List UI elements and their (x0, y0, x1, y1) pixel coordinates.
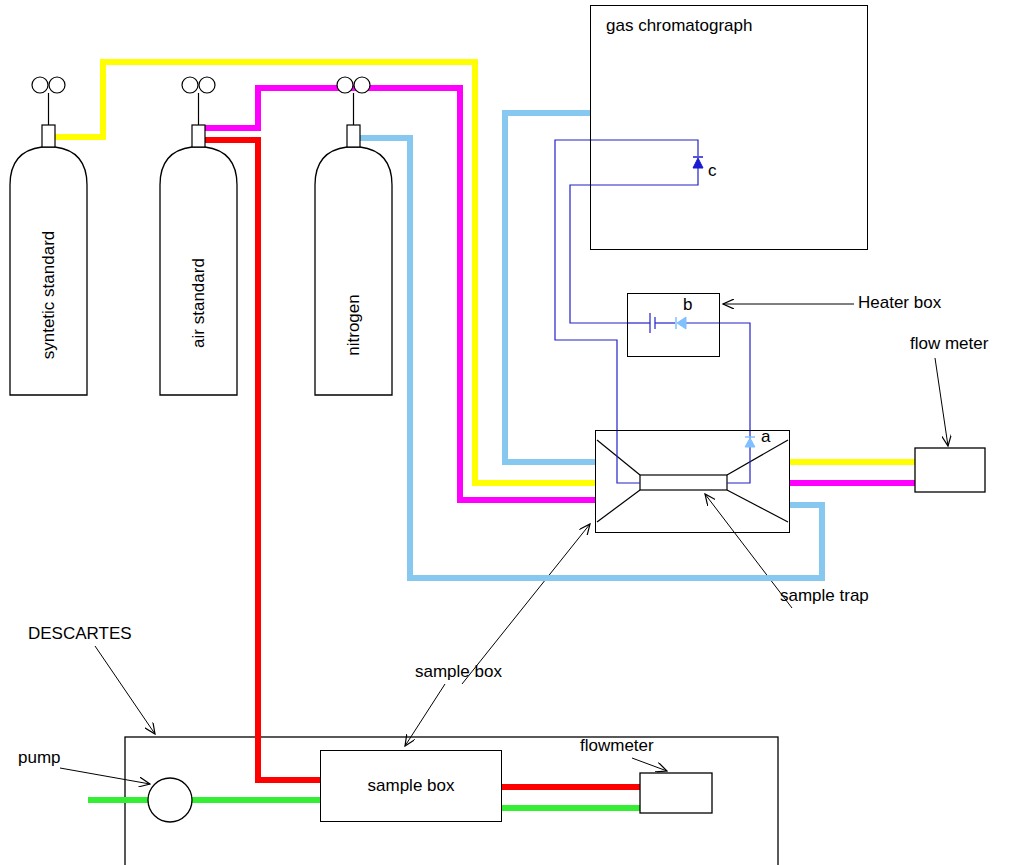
descartes-housing (125, 737, 778, 865)
gas-cylinder: air standard (155, 75, 242, 397)
pump-tube (192, 797, 320, 803)
callout-label: pump (18, 748, 61, 768)
cylinder-outline (155, 75, 242, 397)
sample-box: sample box (320, 750, 502, 822)
node-text: sample box (368, 776, 455, 796)
valve-a (745, 437, 755, 447)
instrument-box: gas chromatograph (590, 5, 868, 250)
sample-box: a (595, 430, 790, 533)
air-out-tube (502, 784, 640, 790)
node-text: a (761, 427, 770, 447)
callout-label: Heater box (858, 293, 941, 313)
signal-wire (555, 140, 617, 430)
callout-label: flowmeter (580, 736, 654, 756)
flow-meter-box (915, 448, 985, 492)
gas-tube (360, 138, 822, 578)
flowmeter-box (640, 773, 712, 813)
synthetic-tube (790, 459, 915, 465)
pump-symbol (148, 778, 192, 822)
sample-out-tube (502, 805, 640, 811)
heater-box: b (627, 293, 720, 357)
node-text: gas chromatograph (606, 16, 752, 36)
gas-tube (505, 113, 595, 462)
gas-cylinder: syntetic standard (5, 75, 92, 397)
valve-c (693, 157, 703, 168)
air-tube (790, 480, 915, 486)
callout-label: sample trap (780, 586, 869, 606)
valve-letter: c (708, 161, 717, 181)
node-text: nitrogen (344, 294, 364, 355)
inlet-tube (88, 797, 148, 803)
node-text: syntetic standard (39, 231, 59, 360)
gas-tube (205, 88, 595, 500)
signal-wire (570, 185, 627, 323)
gc-wires (590, 140, 698, 185)
sample-trap (640, 475, 727, 490)
node-text: air standard (189, 258, 209, 348)
signal-wire (720, 323, 750, 430)
callout-label: flow meter (910, 334, 988, 354)
heater-wires (627, 313, 720, 333)
callout-label: sample box (415, 662, 502, 682)
gas-cylinder: nitrogen (310, 75, 397, 397)
node-text: b (683, 295, 692, 315)
sample-box-funnels (597, 440, 788, 522)
gas-tube (55, 62, 595, 483)
trap-wires (617, 430, 750, 483)
valve-b (676, 317, 686, 329)
callout-label: DESCARTES (28, 624, 132, 644)
